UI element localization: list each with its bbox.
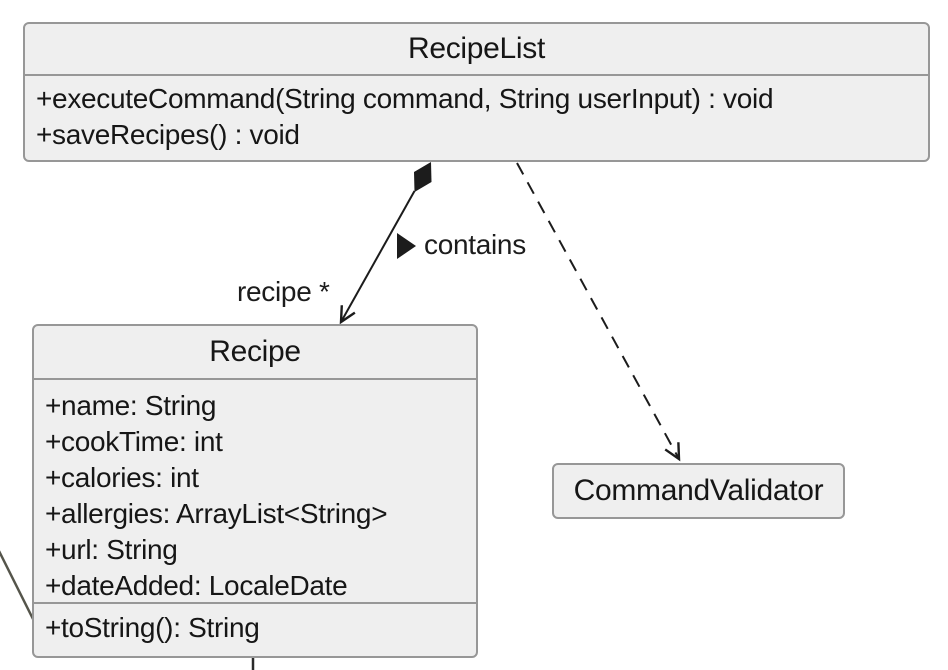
- attr-allergies: +allergies: ArrayList<String>: [45, 498, 388, 529]
- dependency-dashed-line: [516, 162, 681, 462]
- class-recipelist-methods: +executeCommand(String command, String u…: [25, 74, 928, 160]
- class-recipe-methods: +toString(): String: [34, 602, 476, 656]
- class-recipe-attributes: +name: String +cookTime: int +calories: …: [34, 378, 476, 602]
- attr-url: +url: String: [45, 534, 178, 565]
- attr-name: +name: String: [45, 390, 217, 421]
- attr-cooktime: +cookTime: int: [45, 426, 223, 457]
- label-recipe-multiplicity: recipe *: [237, 276, 330, 307]
- contains-direction-triangle-icon: [397, 233, 416, 259]
- label-contains: contains: [424, 229, 526, 260]
- attr-dateadded: +dateAdded: LocaleDate: [45, 570, 348, 601]
- class-recipelist[interactable]: RecipeList +executeCommand(String comman…: [23, 22, 930, 162]
- method-executecommand: +executeCommand(String command, String u…: [36, 83, 774, 114]
- method-saverecipes: +saveRecipes() : void: [36, 119, 300, 150]
- method-tostring: +toString(): String: [45, 612, 260, 643]
- class-recipelist-title: RecipeList: [407, 32, 546, 65]
- class-commandvalidator-title: CommandValidator: [573, 474, 824, 507]
- attr-calories: +calories: int: [45, 462, 199, 493]
- composition-diamond-icon: [414, 162, 432, 192]
- composition-line: [339, 190, 416, 325]
- class-commandvalidator[interactable]: CommandValidator: [552, 463, 845, 519]
- class-recipe[interactable]: Recipe +name: String +cookTime: int +cal…: [32, 324, 478, 658]
- class-recipe-title: Recipe: [209, 335, 301, 368]
